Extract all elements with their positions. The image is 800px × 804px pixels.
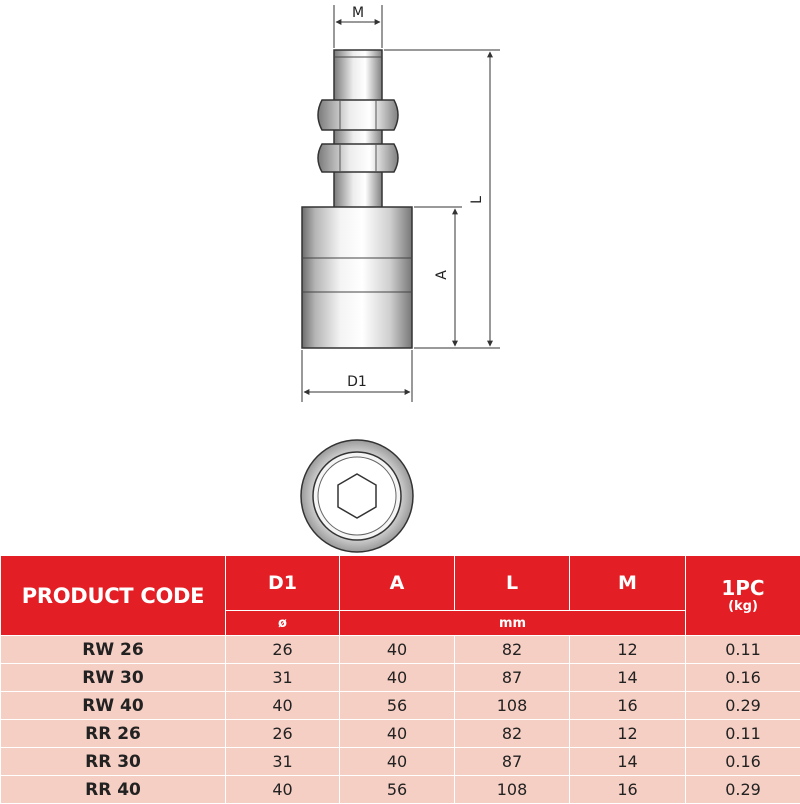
- product-spec-table: PRODUCT CODE D1 A L M 1PC (kg) ø mm RW 2…: [0, 555, 800, 804]
- cell-m: 14: [570, 664, 686, 692]
- cell-d1: 26: [226, 720, 340, 748]
- cell-m: 12: [570, 720, 686, 748]
- upper-hex-nut: [318, 100, 398, 130]
- dimension-m: M: [334, 5, 382, 48]
- dimension-label-d1: D1: [347, 374, 367, 390]
- cell-product-code: RR 30: [1, 748, 226, 776]
- header-weight: 1PC (kg): [686, 556, 800, 636]
- cell-weight: 0.29: [686, 776, 800, 804]
- dimension-label-l: L: [469, 196, 485, 204]
- dimension-d1: D1: [302, 350, 412, 402]
- cell-d1: 26: [226, 636, 340, 664]
- cell-d1: 31: [226, 748, 340, 776]
- cell-m: 12: [570, 636, 686, 664]
- header-weight-unit: (kg): [686, 599, 800, 615]
- cell-product-code: RR 26: [1, 720, 226, 748]
- header-product-code: PRODUCT CODE: [1, 556, 226, 636]
- cell-a: 40: [340, 720, 455, 748]
- cell-d1: 31: [226, 664, 340, 692]
- cell-d1: 40: [226, 692, 340, 720]
- header-d1: D1: [226, 556, 340, 611]
- dimension-a: A: [414, 207, 462, 346]
- cell-a: 40: [340, 748, 455, 776]
- cell-l: 108: [455, 692, 570, 720]
- cell-a: 40: [340, 636, 455, 664]
- header-a: A: [340, 556, 455, 611]
- header-m: M: [570, 556, 686, 611]
- cell-a: 40: [340, 664, 455, 692]
- header-unit-mm: mm: [340, 611, 686, 636]
- cell-weight: 0.16: [686, 748, 800, 776]
- cell-l: 87: [455, 664, 570, 692]
- cell-a: 56: [340, 692, 455, 720]
- roller-body: [302, 207, 412, 348]
- cell-m: 16: [570, 776, 686, 804]
- cell-weight: 0.16: [686, 664, 800, 692]
- cell-product-code: RW 30: [1, 664, 226, 692]
- top-view: [301, 440, 413, 552]
- lower-hex-nut: [318, 144, 398, 172]
- cell-weight: 0.29: [686, 692, 800, 720]
- table-header-row: PRODUCT CODE D1 A L M 1PC (kg): [1, 556, 800, 611]
- cell-product-code: RW 40: [1, 692, 226, 720]
- header-d1-diameter: ø: [226, 611, 340, 636]
- cell-weight: 0.11: [686, 636, 800, 664]
- cell-m: 14: [570, 748, 686, 776]
- cell-product-code: RR 40: [1, 776, 226, 804]
- technical-drawing: M L A D1: [0, 0, 800, 555]
- dimension-label-m: M: [352, 5, 364, 21]
- cell-weight: 0.11: [686, 720, 800, 748]
- header-weight-label: 1PC: [721, 576, 764, 600]
- cell-l: 82: [455, 720, 570, 748]
- dimension-label-a: A: [434, 270, 450, 280]
- cell-l: 87: [455, 748, 570, 776]
- cell-product-code: RW 26: [1, 636, 226, 664]
- cell-d1: 40: [226, 776, 340, 804]
- header-l: L: [455, 556, 570, 611]
- cell-l: 108: [455, 776, 570, 804]
- cell-m: 16: [570, 692, 686, 720]
- cell-a: 56: [340, 776, 455, 804]
- cell-l: 82: [455, 636, 570, 664]
